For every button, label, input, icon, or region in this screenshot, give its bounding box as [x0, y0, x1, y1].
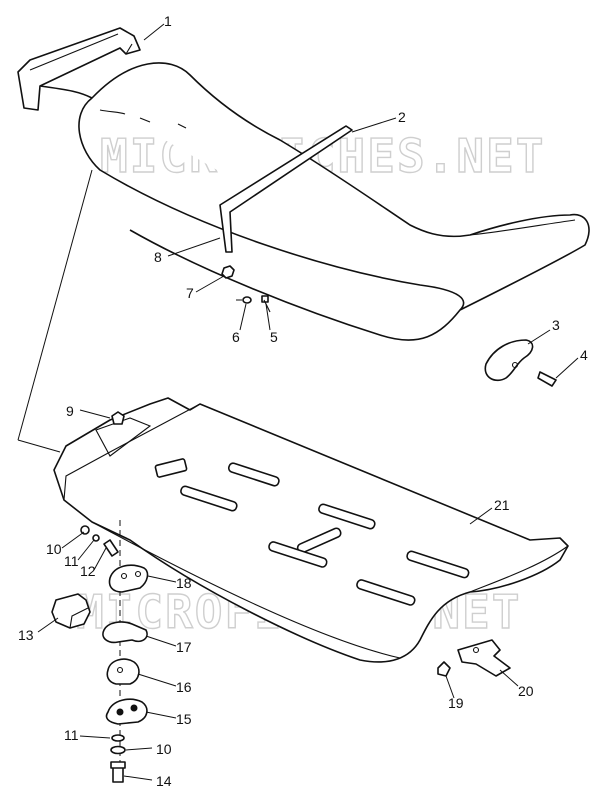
callout-2: 2: [398, 109, 406, 125]
nut-9: [111, 411, 125, 425]
callout-12: 12: [80, 563, 96, 579]
callout-4: 4: [580, 347, 588, 363]
callout-7: 7: [186, 285, 194, 301]
latch-hardware: [51, 520, 149, 783]
grab-handle: [17, 27, 141, 111]
callout-21: 21: [494, 497, 510, 513]
callout-18: 18: [176, 575, 192, 591]
callout-19: 19: [448, 695, 464, 711]
callout-13: 13: [18, 627, 34, 643]
callout-1: 1: [164, 13, 172, 29]
leader-lines: [37, 23, 579, 781]
callout-11: 11: [64, 553, 79, 569]
callout-10: 10: [46, 541, 62, 557]
seat-base: [53, 397, 569, 663]
callout-9: 9: [66, 403, 74, 419]
callout-5: 5: [270, 329, 278, 345]
rear-bracket: [437, 639, 511, 677]
callout-11-lower: 11: [64, 727, 79, 743]
callout-17: 17: [176, 639, 192, 655]
seat-cushion: [39, 62, 590, 341]
callout-3: 3: [552, 317, 560, 333]
seat-strap: [219, 125, 353, 253]
callout-20: 20: [518, 683, 534, 699]
callout-14: 14: [156, 773, 172, 789]
callout-16: 16: [176, 679, 192, 695]
seat-pad: [484, 339, 557, 387]
callout-labels: 1 2 3 4 5 6 7 8 9 10 11 12 13 14 15 16 1…: [18, 13, 588, 789]
callout-6: 6: [232, 329, 240, 345]
callout-10-lower: 10: [156, 741, 172, 757]
strap-hardware: [221, 265, 271, 313]
callout-15: 15: [176, 711, 192, 727]
callout-8: 8: [154, 249, 162, 265]
alignment-line: [17, 169, 93, 441]
